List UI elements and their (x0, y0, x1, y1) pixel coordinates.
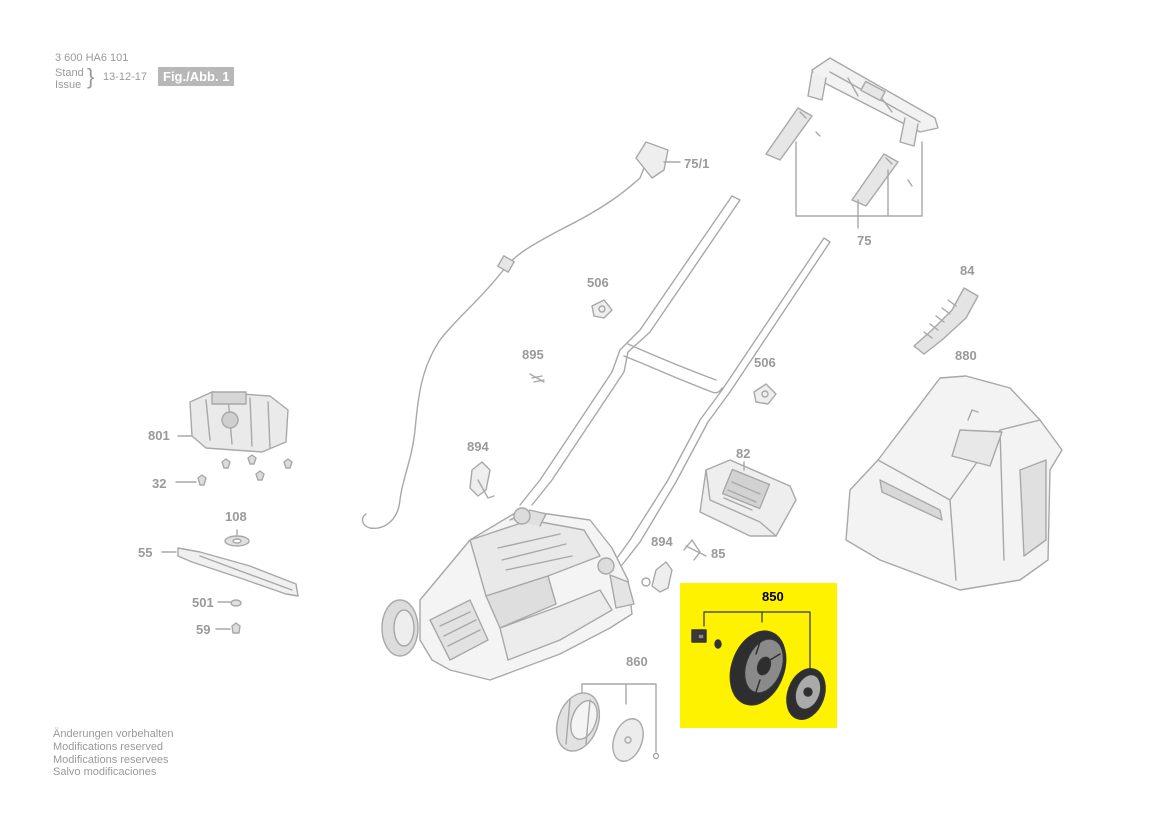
part-label-85: 85 (711, 546, 726, 561)
wheel-860 (555, 692, 601, 752)
issue-label: Issue (55, 79, 82, 91)
part-label-506-b: 506 (754, 355, 776, 370)
part-label-84: 84 (960, 263, 975, 278)
part-label-32: 32 (152, 476, 167, 491)
leader-75 (795, 141, 923, 229)
part-label-501: 501 (192, 595, 214, 610)
mower-front-wheel (381, 599, 419, 657)
cable-clip (497, 255, 515, 273)
screws-801 (221, 454, 293, 481)
screw-59 (231, 622, 241, 634)
figure-label: Fig./Abb. 1 (158, 67, 235, 86)
mower-body (419, 507, 651, 681)
connector-75-1 (635, 141, 669, 179)
knob-506-b (753, 383, 777, 405)
washer-860 (652, 752, 660, 760)
part-label-108: 108 (225, 509, 247, 524)
part-label-894-b: 894 (651, 534, 673, 549)
clamp-894-b (651, 561, 673, 593)
grip-84 (913, 287, 979, 355)
part-label-59: 59 (196, 622, 211, 637)
stand-label: Stand (55, 67, 84, 79)
part-label-895: 895 (522, 347, 544, 362)
motor-801 (189, 391, 289, 453)
issue-date: 13-12-17 (103, 71, 148, 83)
handle-tube-left (519, 195, 741, 506)
power-cable (361, 177, 641, 529)
modifications-notes: Änderungen vorbehalten Modifications res… (53, 728, 173, 779)
knob-506-a (591, 299, 613, 319)
hubcap-850 (786, 668, 826, 720)
part-label-880: 880 (955, 348, 977, 363)
washer-850 (714, 639, 722, 649)
note-line-de: Änderungen vorbehalten (53, 728, 174, 740)
note-line-en: Modifications reserved (53, 740, 164, 753)
part-label-506-a: 506 (587, 275, 609, 290)
handle-crossbar (623, 343, 723, 394)
screw-32 (197, 474, 207, 486)
handle-clip-right (851, 153, 899, 207)
wheel-850 (729, 630, 787, 706)
handle-clip-left (765, 107, 813, 161)
brace-icon: } (87, 64, 95, 89)
note-line-es: Salvo modificaciones (53, 766, 157, 779)
part-label-801: 801 (148, 428, 170, 443)
note-line-fr: Modifications reservees (53, 753, 169, 766)
clamp-894-a (469, 461, 495, 499)
nut-501 (230, 599, 242, 607)
screw-small-1 (815, 131, 821, 137)
part-label-82: 82 (736, 446, 751, 461)
part-label-55: 55 (138, 545, 153, 560)
spring-895 (529, 373, 545, 383)
part-label-75-1: 75/1 (684, 156, 710, 171)
part-label-75: 75 (857, 233, 872, 248)
lever-85 (683, 539, 707, 561)
grass-box-880 (845, 375, 1063, 591)
hubcap-860 (612, 718, 644, 762)
part-label-850: 850 (762, 589, 784, 604)
wheel-assembly-850 (691, 611, 826, 720)
washer-108 (224, 535, 250, 547)
handle-tube-right (611, 237, 831, 566)
battery-82 (699, 459, 797, 537)
screw-small-2 (907, 179, 913, 187)
bushing-850 (691, 629, 707, 643)
document-number: 3 600 HA6 101 (55, 52, 129, 64)
part-label-860: 860 (626, 654, 648, 669)
handle-top-assembly (807, 57, 939, 147)
part-label-894-a: 894 (467, 439, 489, 454)
blade-55 (177, 547, 299, 597)
